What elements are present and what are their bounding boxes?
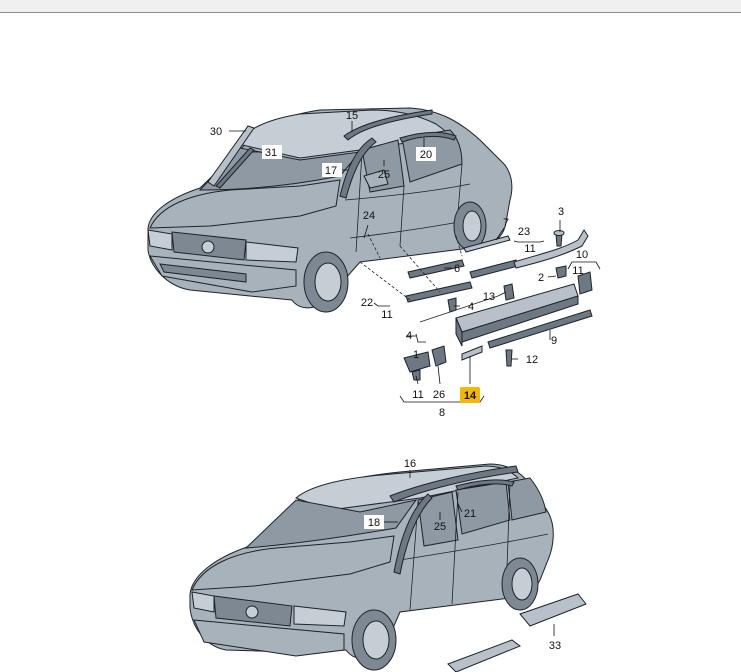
label-11-c: 11 [381, 309, 392, 321]
label-25-sedan: 25 [378, 169, 390, 181]
label-7: 7 [503, 217, 509, 229]
wagon-illustration [189, 463, 587, 672]
label-20: 20 [420, 149, 432, 161]
label-31: 31 [265, 147, 277, 159]
label-30: 30 [210, 126, 222, 138]
label-26: 26 [433, 389, 445, 401]
label-10: 10 [576, 249, 588, 261]
parts-diagram: 30 31 15 17 25 20 24 7 3 23 11 10 6 2 11… [147, 107, 601, 672]
label-4-b: 4 [468, 301, 474, 313]
label-22: 22 [361, 297, 373, 309]
label-21: 21 [464, 508, 476, 520]
sedan-leader-lines [228, 121, 601, 403]
label-1: 1 [413, 349, 419, 361]
label-12: 12 [526, 354, 538, 366]
label-24: 24 [363, 210, 375, 222]
sedan-illustration [147, 107, 513, 313]
label-33: 33 [549, 640, 561, 652]
label-25-wagon: 25 [434, 521, 446, 533]
label-11-a: 11 [524, 243, 535, 255]
top-bar [0, 0, 741, 13]
label-14: 14 [464, 390, 477, 402]
label-23: 23 [518, 226, 530, 238]
wagon-leader-lines [384, 470, 555, 636]
label-16: 16 [404, 458, 416, 470]
label-8: 8 [439, 407, 445, 419]
label-13: 13 [483, 291, 495, 303]
sedan-loose-parts [359, 229, 593, 381]
label-2: 2 [538, 272, 544, 284]
callout-labels: 30 31 15 17 25 20 24 7 3 23 11 10 6 2 11… [207, 110, 588, 652]
label-3: 3 [558, 206, 564, 218]
label-4-a: 4 [406, 330, 412, 342]
label-11-d: 11 [412, 389, 423, 401]
label-15: 15 [346, 110, 358, 122]
label-18: 18 [368, 517, 380, 529]
label-6: 6 [454, 263, 460, 275]
label-14-highlight [460, 387, 480, 403]
label-17: 17 [325, 165, 337, 177]
label-11-b: 11 [572, 265, 583, 277]
label-9: 9 [551, 335, 557, 347]
